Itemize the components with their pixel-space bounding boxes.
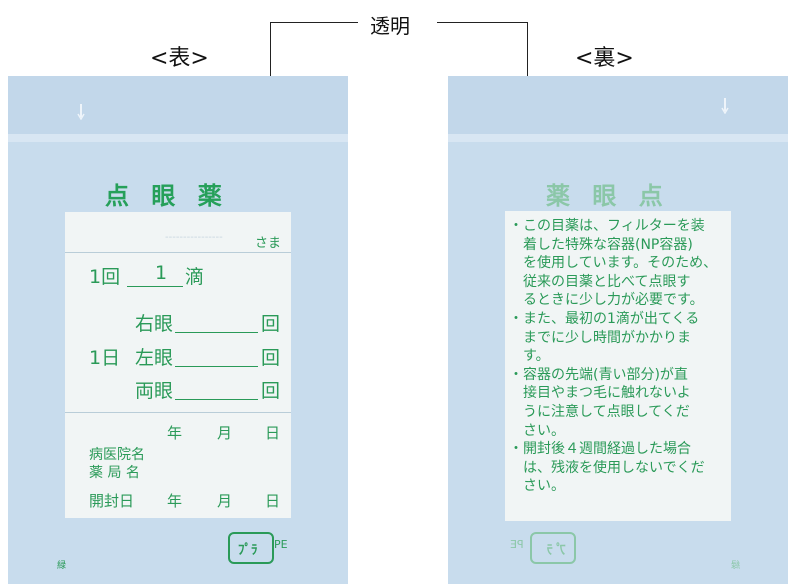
zipper-strip-back <box>448 76 788 134</box>
material-label-back: PE <box>510 538 524 551</box>
ghost-back-text: ‐‐‐‐‐‐‐‐‐‐‐‐‐‐‐‐ <box>165 232 223 243</box>
front-title: 点 眼 薬 <box>105 182 224 210</box>
left-eye-times: 回 <box>261 347 281 369</box>
back-bag: 薬 眼 点 ・この目薬は、フィルターを装 着した特殊な容器(NP容器) を使用し… <box>448 76 788 584</box>
right-eye-times: 回 <box>261 313 281 335</box>
both-eyes-label: 両眼 <box>135 380 174 402</box>
recycle-text-back: ﾌﾟﾗ <box>546 543 567 558</box>
back-note-line-7: までに少し時間がかかりま <box>509 329 691 346</box>
material-label-front: PE <box>274 538 288 551</box>
sama-label: さま <box>255 236 282 251</box>
leader-line-left-h <box>270 22 358 23</box>
back-note-line-14: は、残液を使用しないでくだ <box>509 459 705 476</box>
leader-line-left-v <box>270 22 271 114</box>
divider-2 <box>65 412 291 413</box>
front-label-panel: ‐‐‐‐‐‐‐‐‐‐‐‐‐‐‐‐ さま 1回 1 滴 右眼 回 1日 左眼 回 … <box>65 212 291 518</box>
back-side-label: <裏> <box>575 46 634 71</box>
back-note-line-10: 接目やまつ毛に触れないよ <box>509 385 691 402</box>
back-note-line-1: ・この目薬は、フィルターを装 <box>509 218 705 234</box>
right-eye-label: 右眼 <box>135 313 174 335</box>
green-mark-back: 緑 <box>731 561 741 571</box>
back-label-panel: ・この目薬は、フィルターを装 着した特殊な容器(NP容器) を使用しています。そ… <box>505 211 731 521</box>
back-note-line-5: るときに少し力が必要です。 <box>509 292 704 309</box>
back-note-line-4: 従来の目薬と比べて点眼す <box>509 273 691 290</box>
front-bag: 点 眼 薬 ‐‐‐‐‐‐‐‐‐‐‐‐‐‐‐‐ さま 1回 1 滴 右眼 回 1日… <box>8 76 348 584</box>
date-month: 月 <box>217 424 233 442</box>
opened-year: 年 <box>167 492 183 510</box>
dose-unit: 滴 <box>185 266 205 288</box>
divider-1 <box>65 252 291 253</box>
back-note-line-2: 着した特殊な容器(NP容器) <box>509 236 693 253</box>
left-eye-underline <box>175 366 258 367</box>
left-eye-label: 左眼 <box>135 347 174 369</box>
arrow-down-icon-back <box>721 98 729 114</box>
back-note-line-6: ・また、最初の1滴が出てくる <box>509 311 700 327</box>
zipper-seal-back <box>448 134 788 142</box>
per-day-label: 1日 <box>89 347 121 369</box>
back-note-line-12: さい。 <box>509 422 565 439</box>
back-note-line-8: す。 <box>509 348 550 365</box>
hospital-name-label: 病医院名 <box>89 447 145 463</box>
back-note-line-3: を使用しています。そのため、 <box>509 255 718 272</box>
leader-line-right-v <box>527 22 528 114</box>
back-note-line-9: ・容器の先端(青い部分)が直 <box>509 366 688 383</box>
opened-day: 日 <box>265 492 281 510</box>
right-eye-underline <box>175 332 258 333</box>
both-eyes-times: 回 <box>261 380 281 402</box>
opened-month: 月 <box>217 492 233 510</box>
recycle-icon: ﾌﾟﾗ <box>228 532 274 564</box>
transparent-label: 透明 <box>370 14 410 38</box>
back-note-line-11: うに注意して点眼してくだ <box>509 404 690 420</box>
recycle-text: ﾌﾟﾗ <box>238 543 258 558</box>
back-title: 薬 眼 点 <box>546 182 665 210</box>
green-mark-front: 緑 <box>57 561 67 571</box>
back-note-line-15: さい。 <box>509 478 565 495</box>
front-side-label: <表> <box>150 46 209 71</box>
leader-line-right-h <box>437 22 528 23</box>
zipper-strip <box>8 76 348 134</box>
date-year: 年 <box>167 424 183 442</box>
dose-value: 1 <box>155 262 168 284</box>
back-note-line-13: ・開封後４週間経過した場合 <box>509 441 691 458</box>
both-eyes-underline <box>175 399 258 400</box>
opened-date-label: 開封日 <box>89 492 135 510</box>
pharmacy-name-label: 薬 局 名 <box>89 465 140 481</box>
zipper-seal <box>8 134 348 142</box>
arrow-down-icon <box>77 104 85 120</box>
dose-prefix: 1回 <box>89 266 121 288</box>
date-day: 日 <box>265 424 281 442</box>
recycle-icon-back: ﾌﾟﾗ <box>530 532 576 564</box>
dose-underline <box>127 286 183 287</box>
